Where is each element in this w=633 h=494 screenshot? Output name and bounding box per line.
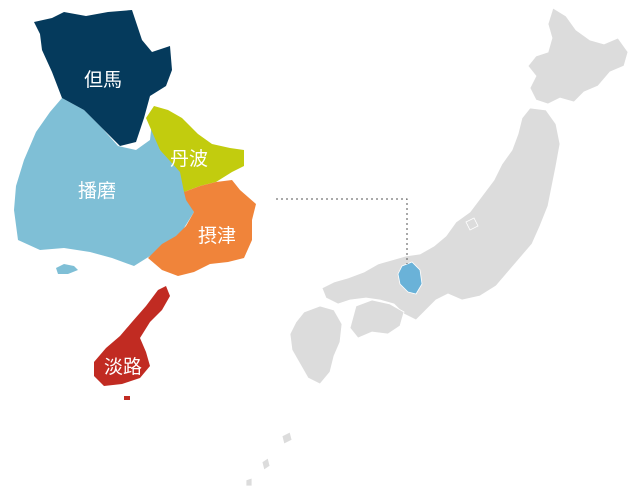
japan-island-south bbox=[245, 477, 253, 487]
label-tamba: 丹波 bbox=[170, 148, 208, 170]
japan-shikoku bbox=[349, 299, 405, 339]
region-awaji-islet bbox=[124, 396, 130, 400]
japan-kyushu bbox=[289, 305, 343, 385]
japan-island-okinawa bbox=[281, 431, 293, 445]
japan-hokkaido bbox=[527, 7, 629, 105]
japan-hyogo-highlight bbox=[397, 261, 423, 295]
region-harima bbox=[14, 98, 194, 266]
japan-island-sado bbox=[465, 217, 479, 231]
region-awaji bbox=[94, 286, 170, 386]
region-tajima bbox=[34, 10, 172, 146]
label-settsu: 摂津 bbox=[198, 225, 236, 247]
connector-line bbox=[276, 198, 408, 264]
label-harima: 播磨 bbox=[78, 180, 116, 202]
region-settsu bbox=[148, 180, 256, 276]
region-harima-islets bbox=[56, 264, 78, 274]
japan-island-amami bbox=[261, 457, 271, 471]
japan-map bbox=[245, 7, 629, 487]
hyogo-map: 但馬 播磨 丹波 摂津 淡路 bbox=[14, 10, 256, 400]
label-tajima: 但馬 bbox=[84, 69, 122, 91]
label-awaji: 淡路 bbox=[104, 356, 142, 378]
region-tamba bbox=[146, 106, 244, 192]
japan-honshu bbox=[321, 107, 561, 321]
